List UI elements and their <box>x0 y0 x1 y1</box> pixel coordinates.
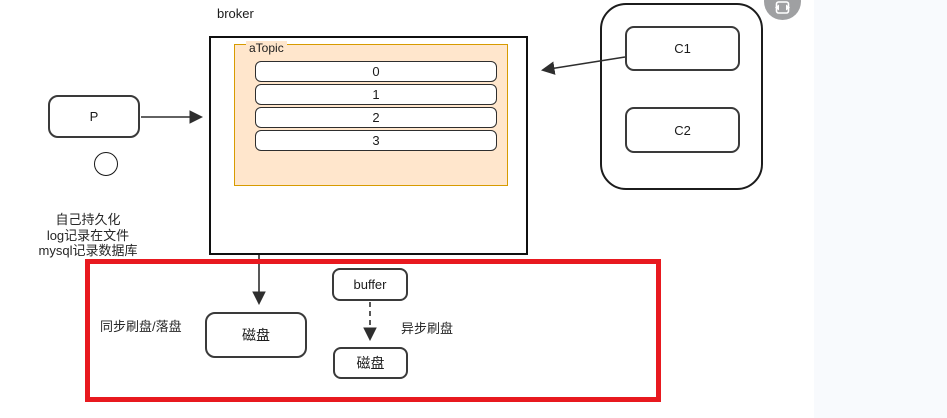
partition-row-3: 3 <box>255 130 497 151</box>
buffer-box: buffer <box>332 268 408 301</box>
sync-flush-label: 同步刷盘/落盘 <box>100 319 182 334</box>
partition-row-2: 2 <box>255 107 497 128</box>
persistence-note: 自己持久化 log记录在文件 mysql记录数据库 <box>22 212 154 259</box>
producer-circle <box>94 152 118 176</box>
image-preview-icon <box>775 1 790 14</box>
persistence-note-line2: log记录在文件 <box>46 227 130 243</box>
persistence-note-line1: 自己持久化 <box>55 212 121 227</box>
async-flush-label: 异步刷盘 <box>401 321 454 336</box>
partition-row-0: 0 <box>255 61 497 82</box>
right-background-panel <box>814 0 947 418</box>
consumer-c1-box: C1 <box>625 26 740 71</box>
partition-row-1: 1 <box>255 84 497 105</box>
persistence-note-line3: mysql记录数据库 <box>38 243 138 258</box>
broker-label: broker <box>217 6 254 21</box>
topic-label: aTopic <box>246 41 287 55</box>
disk-right-box: 磁盘 <box>333 347 408 379</box>
image-preview-button[interactable] <box>764 0 801 20</box>
consumer-c2-box: C2 <box>625 107 740 153</box>
producer-box: P <box>48 95 140 138</box>
disk-left-box: 磁盘 <box>205 312 307 358</box>
